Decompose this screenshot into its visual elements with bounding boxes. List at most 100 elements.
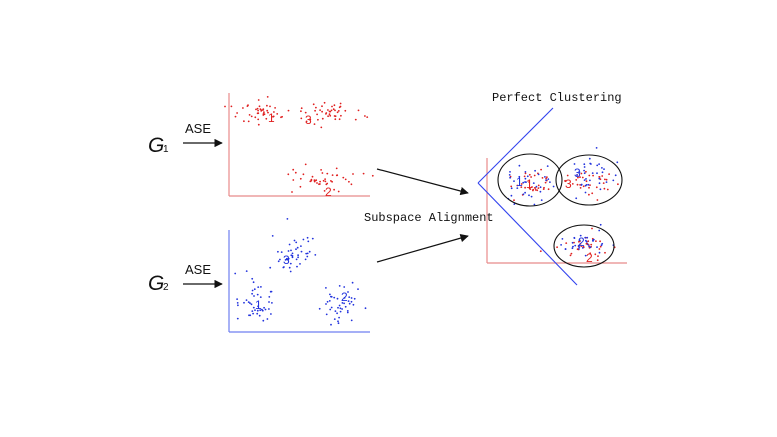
g1-point [354, 118, 357, 121]
g1-point [302, 173, 305, 176]
g1-point [294, 171, 297, 174]
result-point [574, 244, 577, 247]
result-point [529, 188, 532, 191]
result-point [546, 165, 549, 168]
g1-point [257, 109, 259, 112]
g1-point [337, 110, 340, 112]
g1-point [273, 111, 275, 113]
g2-ase-label: ASE [185, 262, 211, 277]
g2-point [263, 306, 265, 309]
g2-point [260, 286, 262, 288]
g1-point [309, 180, 312, 183]
g2-point [271, 302, 273, 304]
g2-point [300, 250, 303, 253]
result-point [510, 194, 513, 197]
g1-point [254, 116, 257, 119]
result-point [552, 185, 555, 188]
result-point [571, 183, 574, 185]
g2-cluster-label-1: 1 [255, 298, 262, 312]
result-point [601, 167, 603, 169]
g1-point [260, 110, 263, 112]
g2-point [251, 292, 254, 295]
g2-point [262, 319, 265, 322]
result-point [598, 176, 601, 178]
g2-point [357, 288, 359, 290]
g2-point [344, 305, 347, 308]
g1-point [333, 104, 336, 107]
g2-point [334, 310, 337, 312]
g1-point [317, 118, 319, 121]
result-point [525, 181, 527, 184]
g2-point [353, 297, 356, 300]
result-point [598, 163, 600, 166]
g2-point [280, 251, 283, 254]
g1-point [272, 115, 275, 118]
g2-point [328, 300, 331, 302]
result-point [539, 190, 542, 193]
result-point [596, 199, 599, 201]
g1-point [248, 114, 251, 116]
g1-point [330, 109, 333, 112]
g1-point [362, 172, 365, 175]
g2-point [306, 236, 309, 239]
g1-point [342, 176, 345, 179]
g2-point [299, 263, 301, 265]
g1-point [314, 109, 316, 112]
result-point [535, 185, 538, 188]
result-cluster-1-blue-label: 1 [516, 175, 523, 189]
result-point [522, 181, 525, 184]
g2-point [330, 306, 333, 309]
result-point [592, 174, 594, 177]
result-point [605, 178, 608, 181]
result-scatter-points [507, 147, 619, 262]
result-point [596, 164, 599, 167]
result-point [524, 186, 526, 189]
g2-point [302, 238, 305, 241]
g1-point [357, 109, 360, 112]
result-point [536, 189, 539, 192]
result-point [566, 174, 569, 177]
result-point [597, 255, 599, 257]
g2-point [350, 300, 353, 303]
result-point [591, 227, 593, 230]
result-point [584, 184, 587, 187]
g2-point [337, 306, 339, 309]
g1-point [340, 114, 342, 117]
result-point [601, 175, 604, 177]
result-point [589, 179, 591, 182]
g1-point [326, 182, 329, 185]
g1-point [352, 173, 354, 175]
g1-point [328, 113, 331, 116]
result-point [586, 243, 589, 246]
result-point [600, 244, 603, 247]
g1-subscript: 1 [163, 144, 169, 155]
g2-point [308, 250, 311, 253]
g2-point [288, 243, 291, 246]
result-point [598, 248, 601, 250]
result-point [604, 251, 606, 254]
result-point [539, 250, 542, 253]
g2-point [351, 281, 354, 284]
result-point [596, 172, 598, 175]
result-point [603, 168, 605, 171]
result-point [588, 186, 590, 189]
g1-point [276, 113, 279, 115]
result-point [602, 182, 605, 185]
result-point [565, 242, 568, 245]
result-point [585, 178, 587, 180]
result-point [533, 174, 536, 177]
result-point [582, 185, 585, 188]
g1-cluster-label-1: 1 [268, 111, 275, 125]
cluster-ellipse-3 [555, 154, 623, 206]
g1-point [262, 109, 264, 111]
g1-point [224, 105, 226, 108]
g1-label: G 1 [148, 134, 169, 157]
g1-point [327, 115, 329, 118]
g2-point [236, 317, 239, 320]
g1-point [310, 178, 313, 181]
result-point [589, 246, 592, 249]
g1-point [257, 112, 260, 115]
g1-point [316, 182, 318, 184]
g1-point [348, 180, 350, 183]
g2-point [306, 255, 309, 258]
